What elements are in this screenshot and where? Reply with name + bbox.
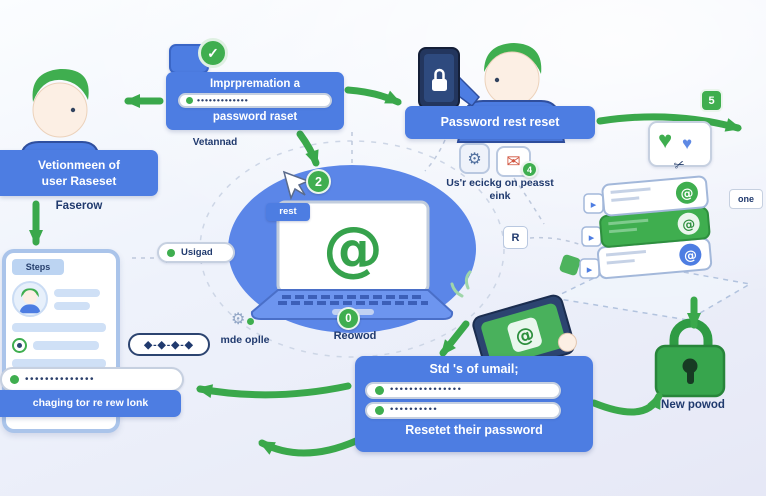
password-reset-banner: Password rest reset <box>405 106 595 139</box>
caption-line: eink <box>489 189 511 202</box>
field-dot-icon <box>167 248 175 257</box>
note-box: one <box>729 189 763 209</box>
usigad-chip: Usigad <box>157 242 235 263</box>
heart-icon: ♥ <box>658 127 673 154</box>
field-dot-icon <box>375 385 384 395</box>
password-dots: •••••••••••••• <box>25 374 96 385</box>
flow-arrows <box>29 86 742 457</box>
gear-icon: ⚙ <box>231 311 246 328</box>
phone-lock-icon <box>432 79 447 91</box>
avatar <box>12 281 48 317</box>
panel-title: Std 's of umail; <box>429 362 519 376</box>
rest-label: rest <box>266 203 310 221</box>
implementation-banner: Imprpremation a ••••••••••••• password r… <box>166 72 344 130</box>
text-placeholder-bar <box>12 359 106 368</box>
play-icon: ▸ <box>587 263 593 276</box>
password-dots: •••••••••• <box>390 405 439 415</box>
eye-icon <box>12 338 27 353</box>
caption-line: Us'r ecickg on peasst <box>446 177 554 189</box>
book-at-icon: @ <box>683 248 697 264</box>
password-dots: ••••••••••••• <box>197 96 249 105</box>
faserow-caption: Faserow <box>55 200 103 212</box>
text-placeholder-bar <box>54 288 100 297</box>
tablet-header: Steps <box>12 259 64 275</box>
password-dots: ••••••••••••••• <box>390 385 463 395</box>
step-badge: 2 <box>306 169 331 194</box>
password-field: •••••••••• <box>365 401 561 419</box>
field-dot-icon <box>375 405 384 415</box>
banner-line: Vetionmeen of <box>37 158 120 172</box>
banner-line: Imprpremation a <box>209 78 301 90</box>
field-dot-icon <box>10 375 19 384</box>
laptop-at-icon: @ <box>323 214 383 284</box>
pin-chip: ◆-◆-◆-◆ <box>128 333 210 356</box>
step-badge: 0 <box>337 307 360 330</box>
database-books: @ @ @ <box>596 175 713 280</box>
password-field: ••••••••••••••• <box>365 381 561 399</box>
play-icon: ▸ <box>589 231 595 244</box>
banner-line: user Raseset <box>41 174 117 189</box>
green-tile-icon <box>559 254 581 276</box>
likes-card: ♥ ♥ <box>648 121 712 167</box>
play-icon: ▸ <box>591 198 597 211</box>
banner-line: password raset <box>212 111 298 123</box>
gear-status-dot <box>247 318 254 325</box>
reset-link-banner: chaging tor re rew lonk <box>0 390 181 417</box>
heart-icon: ♥ <box>682 134 693 153</box>
gear-icon: ⚙ <box>459 143 490 174</box>
click-link-caption: Us'r ecickg on peasst eink <box>446 177 554 202</box>
laptop: @ <box>250 200 454 320</box>
verification-banner: Vetionmeen of user Raseset <box>0 150 158 196</box>
reset-link-field: •••••••••••••• <box>0 367 184 392</box>
keyhole-icon <box>682 358 698 374</box>
step-badge: 5 <box>700 89 723 112</box>
reowod-caption: Reowod <box>333 330 377 342</box>
new-password-caption: New powod <box>661 399 725 411</box>
r-key-box: R <box>503 226 528 249</box>
mde-caption: mde oplle <box>220 334 270 346</box>
mail-count-badge: 4 <box>521 161 538 178</box>
book-at-icon: @ <box>682 217 696 233</box>
text-placeholder-bar <box>12 323 106 332</box>
lock-phone <box>418 47 460 109</box>
book-at-icon: @ <box>680 186 694 202</box>
password-field: ••••••••••••• <box>178 93 332 108</box>
reset-form-panel: Std 's of umail; ••••••••••••••• •••••••… <box>355 356 593 452</box>
padlock <box>654 318 726 398</box>
usigad-label: Usigad <box>181 247 213 258</box>
text-placeholder-bar <box>54 301 90 310</box>
notification-glow <box>450 270 472 298</box>
text-placeholder-bar <box>33 341 99 350</box>
vetannad-caption: Vetannad <box>192 137 238 148</box>
field-dot-icon <box>186 97 193 104</box>
check-badge-icon: ✓ <box>198 38 228 68</box>
panel-footer: Resetet their password <box>405 422 543 437</box>
